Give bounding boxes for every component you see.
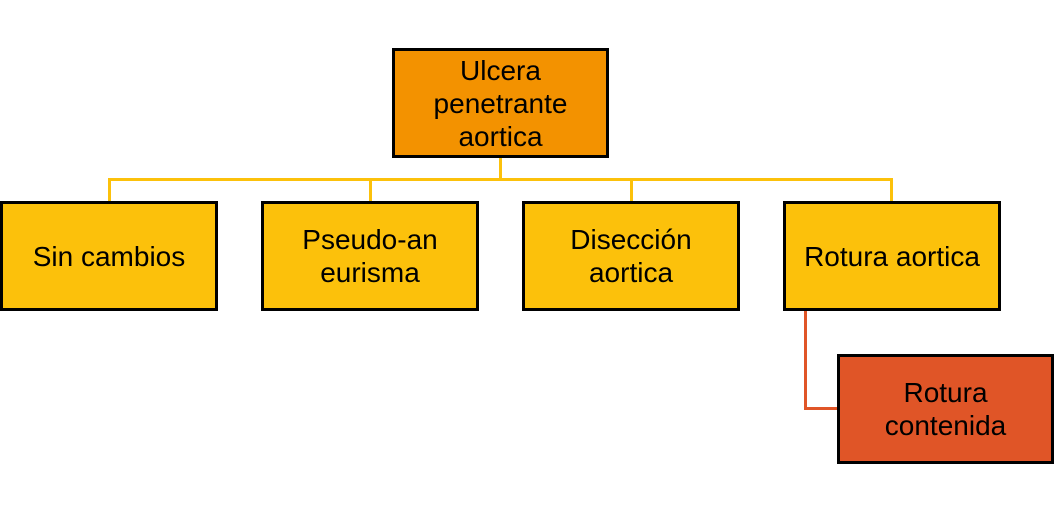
connector-horizontal xyxy=(108,178,893,181)
node-pseudoaneurisma: Pseudo-aneurisma xyxy=(261,201,479,311)
node-diseccion-aortica: Disección aortica xyxy=(522,201,740,311)
connector-root-down xyxy=(499,157,502,181)
connector-grandchild-horizontal xyxy=(804,407,840,410)
connector-child-4 xyxy=(890,178,893,203)
connector-child-2 xyxy=(369,178,372,203)
node-label: Sin cambios xyxy=(32,240,186,272)
node-rotura-contenida: Rotura contenida xyxy=(837,354,1054,464)
node-root: Ulcera penetrante aortica xyxy=(392,48,609,158)
node-rotura-aortica: Rotura aortica xyxy=(783,201,1001,311)
node-label: Pseudo-aneurisma xyxy=(302,224,438,288)
connector-grandchild-vertical xyxy=(804,310,807,410)
node-sin-cambios: Sin cambios xyxy=(0,201,218,311)
connector-child-1 xyxy=(108,178,111,203)
connector-child-3 xyxy=(630,178,633,203)
node-label: Rotura aortica xyxy=(804,240,980,272)
node-label: Ulcera penetrante aortica xyxy=(433,54,568,152)
node-label: Rotura contenida xyxy=(884,377,1007,441)
node-label: Disección aortica xyxy=(570,224,692,288)
